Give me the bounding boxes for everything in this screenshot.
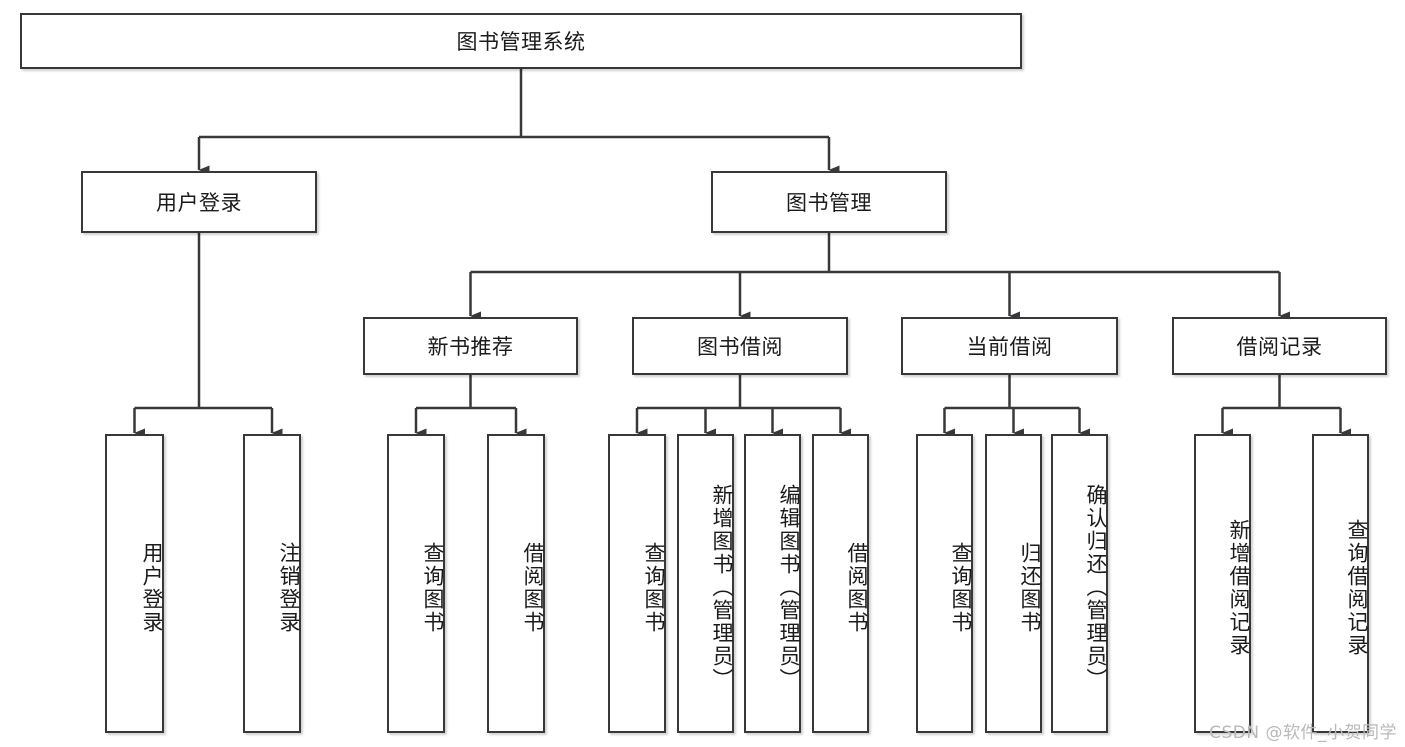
node-new-book-rec[interactable]: 新书推荐 [363, 317, 578, 375]
node-label: 用户登录 [156, 191, 242, 215]
node-leaf-confirm-return[interactable]: 确认归还（管理员） [1051, 434, 1108, 733]
node-leaf-query-book-3[interactable]: 查询图书 [916, 434, 973, 733]
node-label: 查询图书 [949, 541, 973, 634]
node-leaf-return-book[interactable]: 归还图书 [985, 434, 1042, 733]
node-borrow-record[interactable]: 借阅记录 [1172, 317, 1387, 375]
node-book-borrow[interactable]: 图书借阅 [632, 317, 848, 375]
node-label: 归还图书 [1018, 541, 1042, 634]
node-leaf-add-record[interactable]: 新增借阅记录 [1194, 434, 1251, 733]
node-leaf-user-login[interactable]: 用户登录 [105, 434, 164, 733]
node-label: 借阅图书 [845, 541, 869, 634]
csdn-watermark: CSDN @软件_小贺同学 [1209, 723, 1397, 743]
node-label: 确认归还（管理员） [1084, 484, 1108, 691]
node-label: 查询借阅记录 [1345, 518, 1369, 657]
node-label: 图书管理系统 [456, 30, 586, 54]
node-leaf-query-record[interactable]: 查询借阅记录 [1312, 434, 1369, 733]
node-label: 新增图书（管理员） [710, 484, 734, 691]
node-label: 借阅记录 [1236, 335, 1323, 359]
node-leaf-edit-book[interactable]: 编辑图书（管理员） [744, 434, 801, 733]
node-leaf-query-book-2[interactable]: 查询图书 [608, 434, 666, 733]
node-label: 图书管理 [786, 191, 872, 215]
node-leaf-user-logout[interactable]: 注销登录 [243, 434, 301, 733]
node-leaf-query-book-1[interactable]: 查询图书 [387, 434, 445, 733]
node-book-manage[interactable]: 图书管理 [711, 171, 947, 233]
node-label: 查询图书 [421, 541, 445, 634]
node-label: 新书推荐 [427, 335, 514, 359]
node-leaf-borrow-book-1[interactable]: 借阅图书 [487, 434, 545, 733]
node-label: 查询图书 [642, 541, 666, 634]
node-label: 借阅图书 [521, 541, 545, 634]
node-label: 用户登录 [140, 541, 164, 634]
node-label: 编辑图书（管理员） [777, 484, 801, 691]
node-user-login[interactable]: 用户登录 [81, 171, 317, 233]
node-label: 新增借阅记录 [1227, 518, 1251, 657]
node-label: 图书借阅 [697, 335, 783, 359]
node-label: 当前借阅 [966, 335, 1053, 359]
node-root[interactable]: 图书管理系统 [20, 13, 1022, 69]
node-label: 注销登录 [277, 541, 301, 634]
node-current-borrow[interactable]: 当前借阅 [901, 317, 1118, 375]
node-leaf-borrow-book-2[interactable]: 借阅图书 [812, 434, 869, 733]
node-leaf-add-book[interactable]: 新增图书（管理员） [677, 434, 734, 733]
